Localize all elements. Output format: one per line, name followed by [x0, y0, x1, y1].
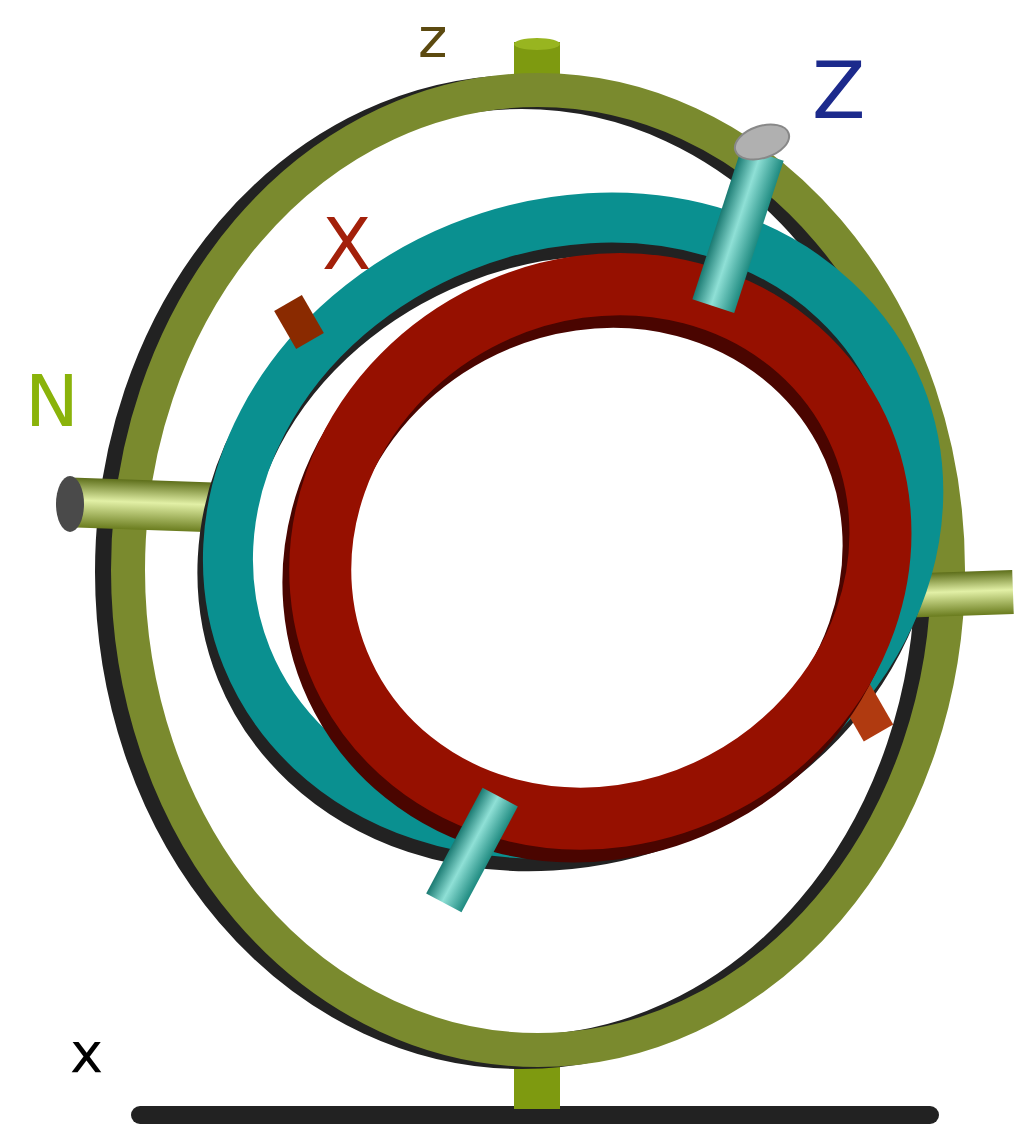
- axis-label: z: [418, 10, 447, 66]
- axis-label: Z: [812, 52, 865, 130]
- middle-pin-bottom: [426, 788, 518, 913]
- middle-ring: [134, 115, 1012, 935]
- middle-pin-top-cap: [730, 118, 793, 166]
- axis-label: x: [70, 1025, 103, 1081]
- axis-label: N: [25, 365, 79, 437]
- outer-pin-left: [69, 477, 221, 532]
- middle-pin-top: [692, 147, 783, 313]
- top-post-cap: [514, 38, 560, 50]
- inner-pin-upper: [274, 295, 324, 349]
- middle-ring-shadow: [129, 128, 1007, 948]
- axis-label: X: [322, 208, 371, 280]
- inner-ring: [226, 186, 975, 916]
- outer-pin-left-cap: [56, 476, 84, 532]
